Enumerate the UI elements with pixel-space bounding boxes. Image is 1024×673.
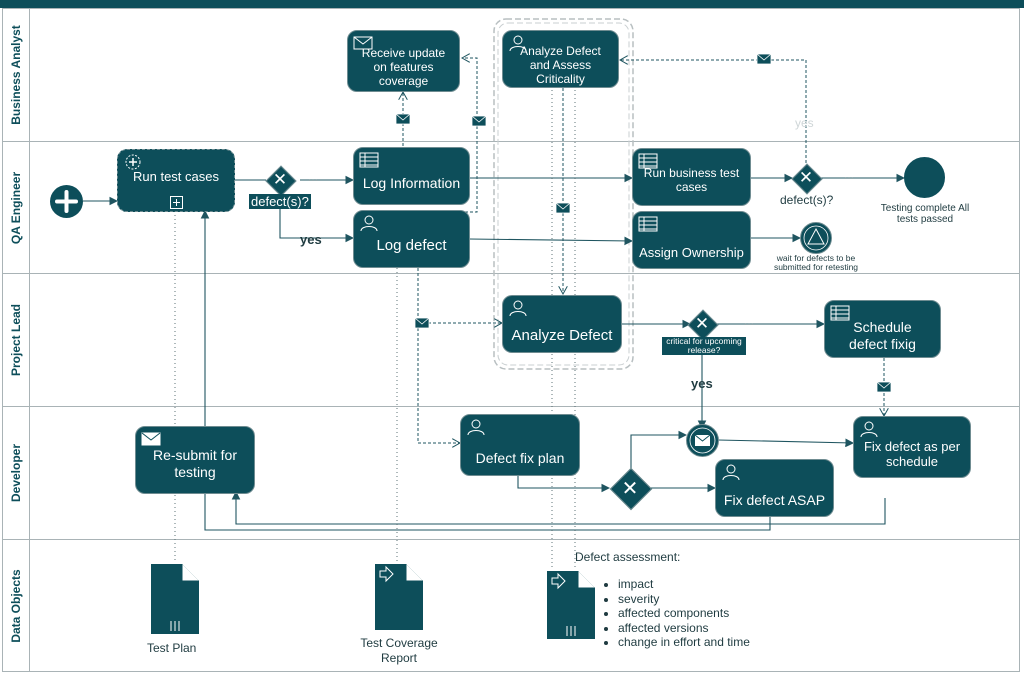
wait-event-label: wait for defects to be submitted for ret… xyxy=(773,253,859,272)
task-resubmit-testing[interactable]: Re-submit for testing xyxy=(135,426,255,494)
user-icon xyxy=(360,215,378,231)
task-fix-asap[interactable]: Fix defect ASAP xyxy=(715,459,834,517)
gateway-label: defect(s)? xyxy=(780,193,834,207)
task-fix-per-schedule[interactable]: Fix defect as per schedule xyxy=(853,416,971,478)
document-icon xyxy=(375,564,423,630)
table-icon xyxy=(359,152,379,168)
x-icon: ✕ xyxy=(272,170,288,190)
envelope-icon xyxy=(353,36,373,50)
task-receive-update[interactable]: Receive update on features coverage xyxy=(347,30,460,92)
list-item: impact xyxy=(618,577,750,592)
end-event-label: Testing complete All tests passed xyxy=(880,203,970,225)
subprocess-icon xyxy=(125,154,141,170)
message-event[interactable] xyxy=(686,424,719,457)
task-label: Re-submit for testing xyxy=(152,447,238,480)
plus-icon xyxy=(55,190,78,213)
task-label: Defect fix plan xyxy=(475,449,565,466)
x-icon: ✕ xyxy=(694,314,710,334)
task-label: Run test cases xyxy=(133,168,219,184)
user-icon xyxy=(860,421,878,437)
user-icon xyxy=(509,300,527,316)
document-icon xyxy=(151,564,199,634)
task-label: Assign Ownership xyxy=(639,245,744,261)
task-label: Run business test cases xyxy=(643,165,740,194)
user-icon xyxy=(509,35,527,51)
svg-text:yes: yes xyxy=(795,116,814,130)
table-icon xyxy=(830,305,850,321)
document-icon xyxy=(547,571,595,639)
task-assign-ownership[interactable]: Assign Ownership xyxy=(632,211,751,269)
task-schedule-fix[interactable]: Schedule defect fixig xyxy=(824,300,941,358)
svg-text:···: ··· xyxy=(744,319,754,330)
yes-label: yes xyxy=(691,376,713,391)
data-object-label: Test Plan xyxy=(147,641,197,655)
svg-text:···: ··· xyxy=(844,173,854,184)
x-icon: ✕ xyxy=(798,168,814,188)
list-item: affected components xyxy=(618,606,750,621)
task-analyze-defect[interactable]: Analyze Defect xyxy=(502,295,622,353)
list-item: severity xyxy=(618,592,750,607)
task-run-business-tests[interactable]: Run business test cases xyxy=(632,148,751,206)
task-run-test-cases[interactable]: Run test cases xyxy=(117,149,235,212)
task-label: Receive update on features coverage xyxy=(361,45,446,89)
task-label: Log Information xyxy=(362,174,461,191)
task-defect-fix-plan[interactable]: Defect fix plan xyxy=(460,414,580,476)
list-item: change in effort and time xyxy=(618,635,750,650)
task-label: Fix defect as per schedule xyxy=(863,438,961,469)
envelope-icon xyxy=(689,427,716,454)
svg-text:···: ··· xyxy=(308,175,318,186)
envelope-icon xyxy=(141,432,161,446)
list-item: affected versions xyxy=(618,621,750,636)
task-log-defect[interactable]: Log defect xyxy=(353,210,470,268)
gateway-label: defect(s)? xyxy=(249,194,311,209)
table-icon xyxy=(638,153,658,169)
gateway-label: critical for upcoming release? xyxy=(662,337,746,355)
user-icon xyxy=(467,419,485,435)
task-label: Log defect xyxy=(376,237,447,255)
task-label: Analyze Defect and Assess Criticality xyxy=(520,43,601,87)
assessment-list: impact severity affected components affe… xyxy=(600,577,750,650)
task-log-information[interactable]: Log Information xyxy=(353,147,470,205)
top-bar xyxy=(0,0,1024,8)
table-icon xyxy=(638,216,658,232)
yes-label: yes xyxy=(300,232,322,247)
expand-icon[interactable] xyxy=(170,196,183,209)
data-object-label: Test Coverage Report xyxy=(360,636,438,665)
x-icon: ✕ xyxy=(621,476,639,500)
task-analyze-assess[interactable]: Analyze Defect and Assess Criticality xyxy=(502,30,619,88)
assessment-title: Defect assessment: xyxy=(575,550,681,564)
task-label: Fix defect ASAP xyxy=(723,491,826,508)
wait-event[interactable] xyxy=(800,222,832,254)
start-event[interactable] xyxy=(50,185,83,218)
triangle-icon xyxy=(803,225,829,251)
lane-data-objects: Data Objects xyxy=(2,539,1020,672)
task-label: Schedule defect fixig xyxy=(849,319,916,352)
task-label: Analyze Defect xyxy=(511,327,613,345)
end-event[interactable] xyxy=(904,157,945,198)
user-icon xyxy=(722,464,740,480)
